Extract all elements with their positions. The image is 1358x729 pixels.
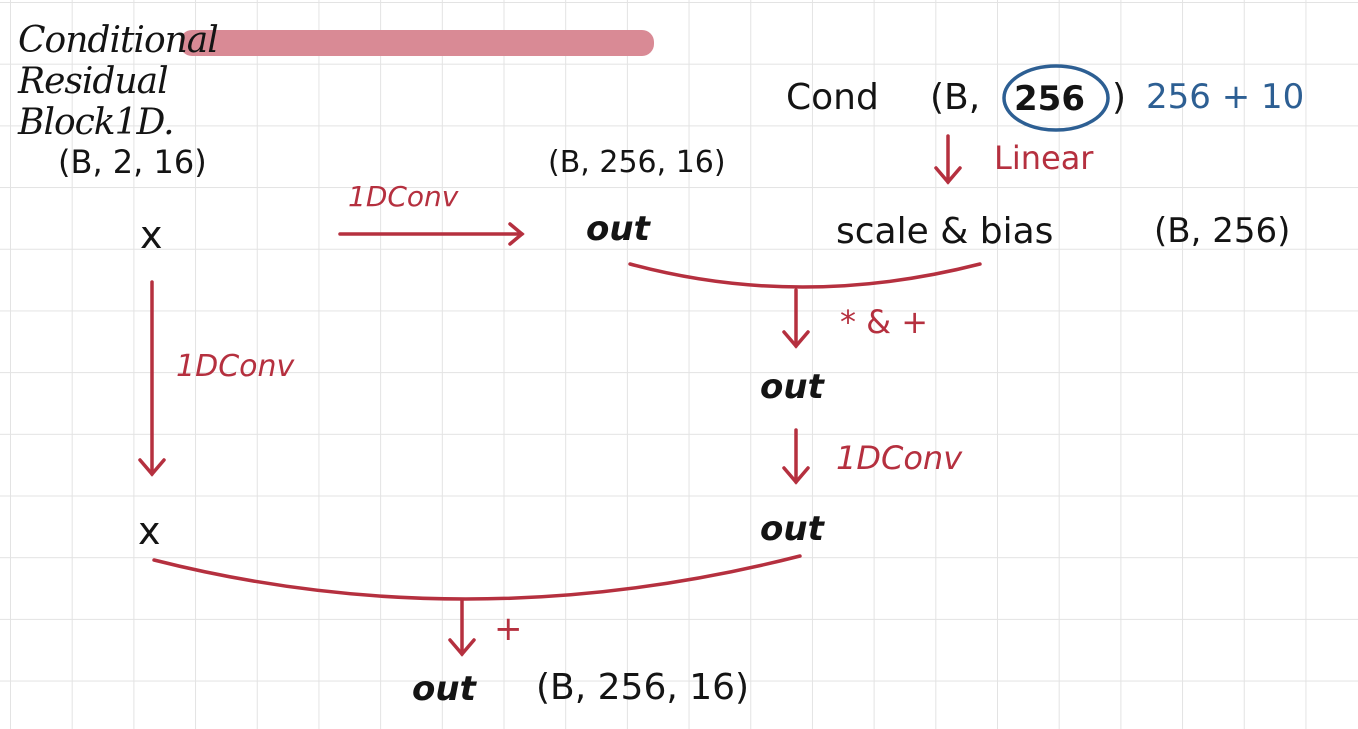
conv-second-label: 1DConv <box>836 439 963 477</box>
cond-dim-circle <box>1002 64 1110 132</box>
out-modulated-label: out <box>760 367 824 407</box>
output-shape-label: (B, 256, 16) <box>536 667 750 708</box>
linear-label: Linear <box>994 139 1094 177</box>
residual-add-arrow <box>448 598 476 657</box>
modulate-op-label: * & + <box>840 303 929 341</box>
out-first-label: out <box>586 209 650 249</box>
skip-x-label: x <box>138 509 161 553</box>
conv-skip-label: 1DConv <box>176 349 295 384</box>
scale-bias-label: scale & bias <box>836 211 1054 252</box>
scale-bias-shape-label: (B, 256) <box>1154 211 1291 251</box>
conv-main-arrow <box>338 222 525 246</box>
conv-second-arrow <box>782 428 810 485</box>
out-conv-label: out <box>760 509 824 549</box>
residual-add-label: + <box>494 609 523 649</box>
conv-skip-arrow <box>138 280 166 477</box>
cond-shape-prefix: (B, <box>930 77 981 118</box>
input-shape-label: (B, 2, 16) <box>58 143 207 181</box>
modulate-arrow <box>782 288 810 349</box>
cond-shape-suffix: ) <box>1112 77 1127 118</box>
out-first-shape-label: (B, 256, 16) <box>548 145 726 180</box>
cond-dim-note: 256 + 10 <box>1146 77 1305 117</box>
output-label: out <box>412 669 476 709</box>
cond-shape-circled: 256 <box>1014 79 1085 119</box>
residual-join-curve <box>152 554 802 601</box>
input-x-label: x <box>140 213 163 257</box>
diagram-title: Conditional Residual Block1D. <box>18 20 219 143</box>
cond-label: Cond <box>786 77 879 118</box>
linear-arrow <box>934 134 962 185</box>
conv-main-label: 1DConv <box>348 180 459 213</box>
modulate-join-curve <box>628 262 982 289</box>
title-highlight <box>180 30 654 56</box>
